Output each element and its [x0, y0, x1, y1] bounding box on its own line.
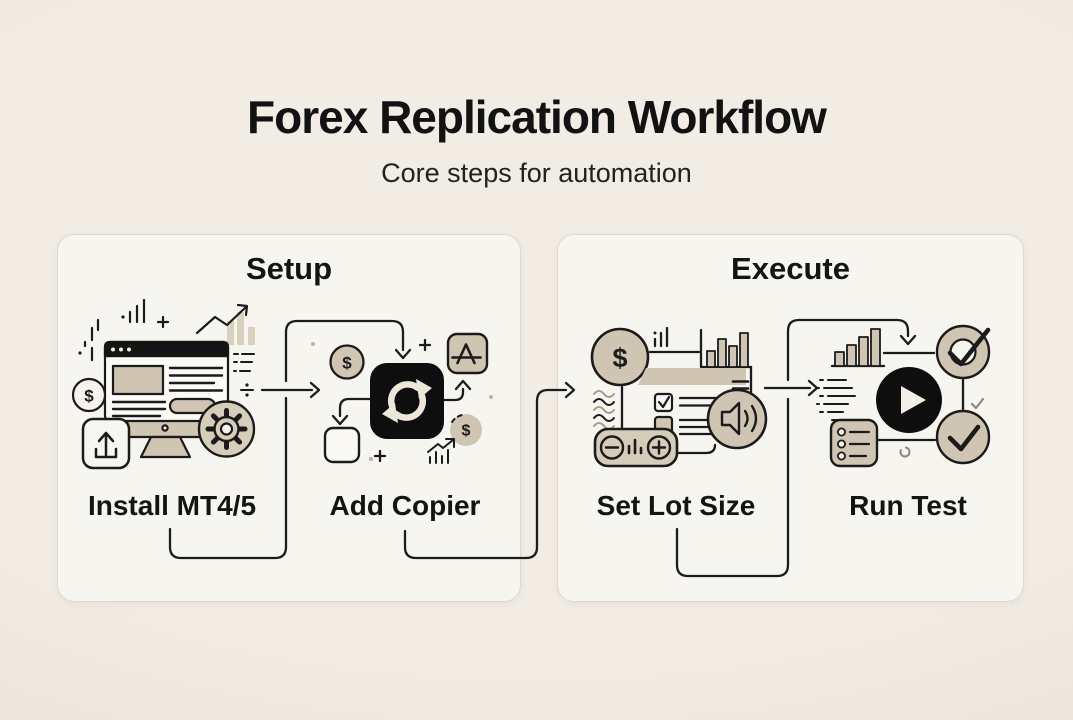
arrowhead-down-copier	[394, 348, 412, 360]
sync-icon	[370, 363, 444, 439]
browser-window-icon	[103, 340, 230, 423]
page-title: Forex Replication Workflow	[247, 91, 827, 143]
arrowhead-right-lotsize	[564, 381, 576, 399]
page-subtitle: Core steps for automation	[381, 158, 692, 188]
plus-icon	[156, 315, 170, 329]
connector-copier-to-square	[338, 397, 379, 418]
lot-size-settings-icon: $	[590, 326, 768, 468]
deco-dashes	[83, 318, 100, 362]
mini-chart-icon	[427, 438, 455, 464]
step-label-install: Install MT4/5	[87, 490, 257, 521]
bar-chart-icon	[830, 328, 886, 368]
plus-icon	[373, 449, 387, 463]
svg-text:$: $	[84, 387, 94, 406]
trading-platform-monitor-icon: $	[71, 298, 256, 470]
step-label-add-copier: Add Copier	[329, 490, 481, 521]
check-circle-filled-icon	[935, 409, 991, 465]
run-test-play-icon	[816, 324, 991, 468]
svg-text:$: $	[462, 423, 471, 440]
arrowhead-up-appstore	[454, 379, 472, 391]
arrowhead-down-runtest	[899, 334, 917, 346]
deco-bars-beige	[227, 312, 255, 345]
upload-icon	[81, 417, 131, 470]
lot-stepper-icon	[593, 427, 679, 468]
step-label-set-lot-size: Set Lot Size	[596, 490, 756, 521]
connector-copier-to-lotsize	[403, 388, 568, 560]
empty-slot-icon	[323, 426, 361, 464]
svg-text:$: $	[342, 354, 352, 373]
sync-copier-icon: $ $	[311, 332, 493, 464]
deco-list-dashes	[233, 353, 255, 372]
arrowhead-right-copier	[309, 381, 321, 399]
panel-execute-title: Execute	[731, 251, 850, 286]
svg-text:$: $	[612, 343, 627, 373]
checklist-icon	[829, 418, 879, 468]
waves-icon	[593, 390, 615, 430]
trend-arrow-icon	[195, 305, 248, 335]
connector-install-to-copier	[168, 319, 405, 560]
equals-icon	[731, 380, 750, 390]
plus-icon	[418, 338, 432, 352]
small-dot-icon	[899, 446, 911, 458]
app-store-icon	[446, 332, 489, 375]
dollar-blob-icon: $	[450, 414, 482, 446]
small-check-icon	[970, 397, 985, 410]
connector-lotsize-to-runtest-top	[675, 318, 910, 578]
connector-copier-to-appstore	[442, 387, 465, 402]
panel-setup-title: Setup	[245, 251, 333, 286]
gear-icon	[197, 400, 256, 458]
arrowhead-down-square	[331, 414, 349, 426]
step-label-run-test: Run Test	[849, 490, 967, 521]
deco-tick-bars	[128, 298, 146, 324]
deco-tick-bars	[653, 326, 669, 348]
dollar-coin-icon: $	[71, 377, 107, 413]
divide-icon	[240, 383, 254, 397]
dollar-coin-icon: $	[590, 327, 650, 387]
speaker-icon	[706, 388, 768, 450]
bar-chart-icon	[699, 328, 753, 369]
check-circle-outline-icon	[935, 324, 991, 380]
play-button-icon	[876, 367, 942, 433]
dollar-coin-icon: $	[329, 344, 365, 380]
